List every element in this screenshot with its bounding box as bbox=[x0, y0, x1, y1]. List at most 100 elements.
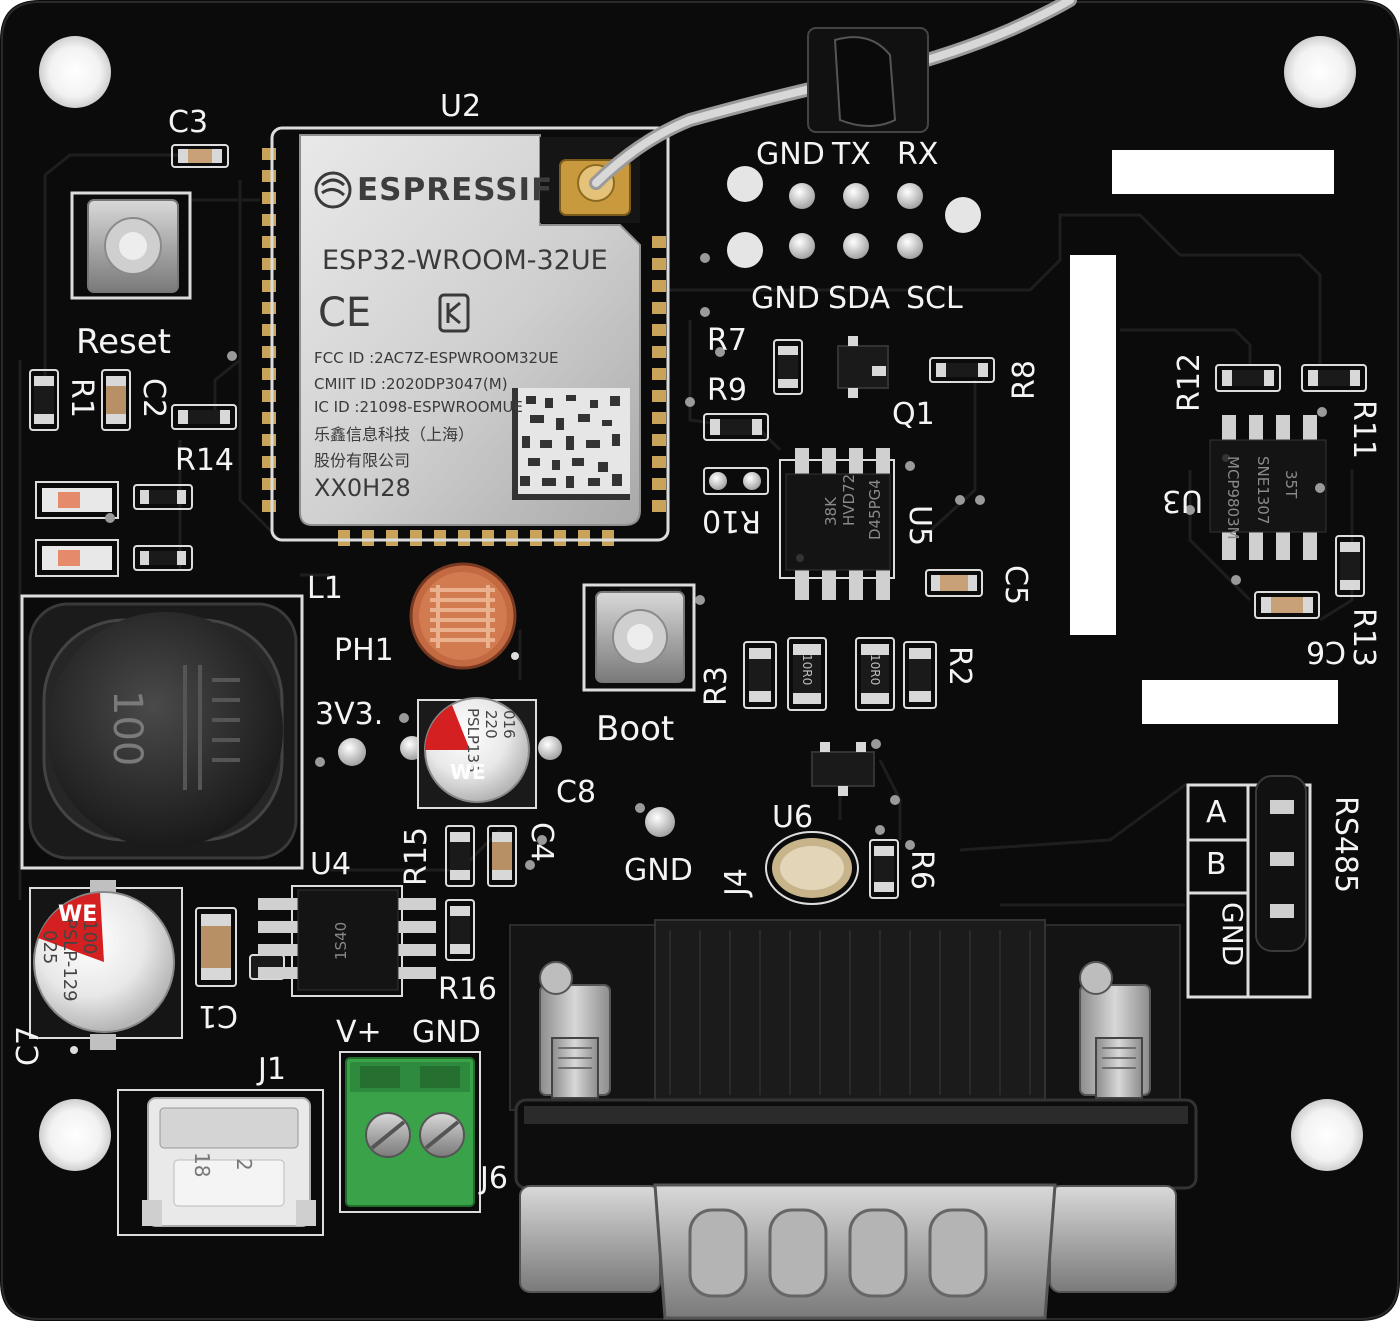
label-c6: C6 bbox=[1306, 634, 1347, 669]
c8-marking-1: 220 bbox=[482, 710, 500, 739]
u3-marking-2: SNE1307 bbox=[1254, 456, 1272, 525]
label-c4: C4 bbox=[524, 822, 559, 863]
module-maker-line2: 股份有限公司 bbox=[314, 451, 411, 470]
label-r15: R15 bbox=[399, 826, 434, 886]
label-c8: C8 bbox=[556, 775, 597, 810]
u4-marking: 1S40 bbox=[332, 921, 350, 960]
label-u6: U6 bbox=[772, 800, 814, 835]
mount-hole-br bbox=[1291, 1099, 1363, 1171]
label-u5: U5 bbox=[902, 505, 937, 547]
module-ic-id: IC ID :21098-ESPWROOMUE bbox=[314, 398, 523, 416]
label-rs485-a: A bbox=[1206, 795, 1227, 830]
kc-mark-icon bbox=[438, 293, 470, 333]
label-gnd-top: GND bbox=[756, 137, 825, 172]
label-c2: C2 bbox=[136, 378, 171, 419]
u5-chip bbox=[779, 448, 895, 600]
c8-brand: WE bbox=[450, 760, 486, 784]
module-maker-line1: 乐鑫信息科技（上海） bbox=[314, 425, 475, 444]
mount-hole-tl bbox=[39, 36, 111, 108]
testpad-gnd bbox=[645, 807, 675, 837]
label-l1: L1 bbox=[307, 571, 343, 606]
label-3v3: 3V3. bbox=[315, 697, 384, 732]
photoresistor-ph1 bbox=[409, 562, 519, 670]
reset-button-body bbox=[70, 191, 192, 300]
label-c1: C1 bbox=[198, 998, 239, 1033]
label-gnd-mid: GND bbox=[751, 281, 820, 316]
module-lot: XX0H28 bbox=[314, 474, 411, 502]
label-rs485-gnd: GND bbox=[1216, 902, 1249, 967]
label-r10: R10 bbox=[702, 503, 762, 538]
label-gnd-j4: GND bbox=[624, 853, 693, 888]
label-q1: Q1 bbox=[892, 397, 935, 432]
label-r13: R13 bbox=[1346, 608, 1381, 668]
datamatrix-code bbox=[512, 388, 630, 500]
module-cmiit-id: CMIIT ID :2020DP3047(M) bbox=[314, 375, 508, 393]
module-ce-mark: CE bbox=[318, 290, 372, 336]
label-u2: U2 bbox=[440, 89, 482, 124]
label-sda: SDA bbox=[828, 281, 891, 316]
label-u3: U3 bbox=[1162, 483, 1204, 518]
u5-marking-3: D45PG4 bbox=[866, 479, 884, 540]
u4-chip bbox=[258, 885, 436, 997]
resistor-marking-1: 10R0 bbox=[800, 654, 814, 686]
label-j6: J6 bbox=[480, 1161, 508, 1196]
label-reset: Reset bbox=[76, 322, 171, 362]
mount-hole-tr bbox=[1284, 36, 1356, 108]
u3-marking-3: 35T bbox=[1282, 470, 1300, 499]
boot-button-body bbox=[582, 583, 696, 692]
usb-marking-1: 18 bbox=[190, 1152, 214, 1178]
label-r16: R16 bbox=[438, 972, 498, 1007]
capacitor-c7 bbox=[29, 880, 183, 1054]
module-fcc-id: FCC ID :2AC7Z-ESPWROOM32UE bbox=[314, 349, 559, 367]
c8-marking-3: 016 bbox=[500, 710, 518, 739]
label-r8: R8 bbox=[1007, 360, 1042, 400]
label-r9: R9 bbox=[707, 373, 747, 408]
module-brand: ESPRESSIF bbox=[357, 172, 554, 208]
label-r3: R3 bbox=[699, 666, 734, 706]
label-scl: SCL bbox=[906, 281, 963, 316]
resistor-marking-2: 10R0 bbox=[868, 654, 882, 686]
screw-terminal-j6 bbox=[339, 1051, 481, 1213]
label-r6: R6 bbox=[904, 850, 939, 890]
u6-chip bbox=[811, 742, 875, 796]
label-r12: R12 bbox=[1172, 352, 1207, 412]
c7-brand: WE bbox=[58, 902, 98, 927]
label-c7: C7 bbox=[11, 1025, 46, 1066]
q1-transistor bbox=[837, 336, 889, 398]
label-j4: J4 bbox=[719, 868, 754, 896]
c7-marking-3: 025 bbox=[39, 930, 60, 965]
label-boot: Boot bbox=[596, 709, 675, 749]
u3-chip bbox=[1209, 415, 1327, 560]
u5-marking-2: 38K bbox=[822, 497, 840, 526]
testpad-3v3 bbox=[338, 738, 366, 766]
label-r11: R11 bbox=[1346, 400, 1381, 460]
label-rs485-b: B bbox=[1206, 847, 1227, 882]
label-vplus: V+ bbox=[336, 1015, 382, 1050]
slot-1 bbox=[1112, 150, 1334, 194]
module-model: ESP32-WROOM-32UE bbox=[322, 245, 608, 276]
label-u4: U4 bbox=[310, 847, 352, 882]
db9-connector bbox=[509, 919, 1198, 1320]
c7-marking-2: PSLP-129 bbox=[59, 918, 80, 1002]
u5-marking-1: HVD72 bbox=[840, 473, 858, 526]
mount-hole-bl bbox=[39, 1099, 111, 1171]
label-tx: TX bbox=[832, 137, 871, 172]
usb-marking-2: 2 bbox=[232, 1158, 256, 1171]
label-r14: R14 bbox=[175, 443, 235, 478]
rs485-header bbox=[1186, 775, 1312, 999]
label-c5: C5 bbox=[998, 565, 1033, 606]
label-c3: C3 bbox=[168, 105, 209, 140]
slot-3 bbox=[1142, 680, 1338, 724]
espressif-logo-icon bbox=[314, 171, 352, 209]
slot-2 bbox=[1070, 255, 1116, 635]
label-j1: J1 bbox=[258, 1052, 286, 1087]
label-rs485: RS485 bbox=[1328, 796, 1363, 894]
inductor-marking: 100 bbox=[104, 690, 150, 767]
label-ph1: PH1 bbox=[334, 633, 394, 668]
label-r7: R7 bbox=[707, 323, 747, 358]
u3-marking-1: MCP9803M bbox=[1224, 456, 1242, 540]
label-r2: R2 bbox=[942, 646, 977, 686]
label-r1: R1 bbox=[64, 378, 99, 418]
